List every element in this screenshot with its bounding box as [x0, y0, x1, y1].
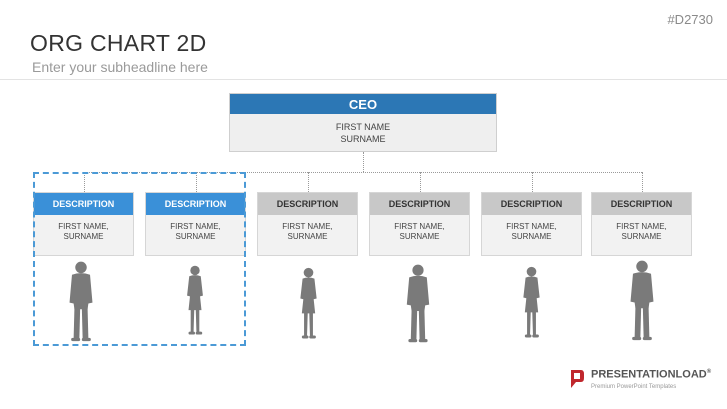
- header-divider: [0, 79, 727, 80]
- member-card[interactable]: DESCRIPTION FIRST NAME,SURNAME: [481, 192, 582, 256]
- ceo-box[interactable]: CEO FIRST NAME SURNAME: [229, 93, 497, 152]
- member-surname: SURNAME: [511, 232, 552, 241]
- member-connector: [196, 172, 197, 192]
- member-connector: [420, 172, 421, 192]
- member-first-name: FIRST NAME,: [616, 222, 667, 231]
- member-first-name: FIRST NAME,: [394, 222, 445, 231]
- member-first-name: FIRST NAME,: [282, 222, 333, 231]
- ceo-role: CEO: [230, 94, 496, 114]
- person-silhouette-icon[interactable]: [401, 263, 435, 343]
- presentationload-logo-icon: [571, 370, 584, 389]
- member-role: DESCRIPTION: [258, 193, 357, 215]
- person-silhouette-icon[interactable]: [625, 259, 659, 341]
- branch-connector: [83, 172, 642, 173]
- member-name: FIRST NAME,SURNAME: [34, 222, 133, 242]
- member-connector: [308, 172, 309, 192]
- logo-text: PRESENTATIONLOAD: [591, 368, 707, 381]
- member-surname: SURNAME: [399, 232, 440, 241]
- member-name: FIRST NAME,SURNAME: [592, 222, 691, 242]
- member-surname: SURNAME: [287, 232, 328, 241]
- logo-registered-mark: ®: [706, 369, 712, 375]
- member-card[interactable]: DESCRIPTION FIRST NAME,SURNAME: [369, 192, 470, 256]
- person-silhouette-icon[interactable]: [293, 266, 324, 340]
- member-connector: [532, 172, 533, 192]
- slide-code: #D2730: [667, 12, 713, 27]
- slide-title[interactable]: ORG CHART 2D: [30, 30, 207, 56]
- ceo-connector: [363, 152, 364, 172]
- slide-subtitle[interactable]: Enter your subheadline here: [32, 59, 208, 75]
- member-connector: [84, 172, 85, 192]
- member-role: DESCRIPTION: [34, 193, 133, 215]
- member-card[interactable]: DESCRIPTION FIRST NAME,SURNAME: [591, 192, 692, 256]
- member-role: DESCRIPTION: [146, 193, 245, 215]
- member-role: DESCRIPTION: [592, 193, 691, 215]
- member-name: FIRST NAME,SURNAME: [146, 222, 245, 242]
- member-name: FIRST NAME,SURNAME: [370, 222, 469, 242]
- member-connector: [642, 172, 643, 192]
- logo-tagline: Premium PowerPoint Templates: [591, 383, 677, 390]
- selection-frame[interactable]: [33, 172, 246, 346]
- member-card[interactable]: DESCRIPTION FIRST NAME,SURNAME: [145, 192, 246, 256]
- member-first-name: FIRST NAME,: [170, 222, 221, 231]
- person-silhouette-icon[interactable]: [64, 260, 98, 342]
- ceo-first-name: FIRST NAME: [335, 122, 391, 132]
- member-surname: SURNAME: [175, 232, 216, 241]
- member-first-name: FIRST NAME,: [58, 222, 109, 231]
- person-silhouette-icon[interactable]: [180, 264, 210, 336]
- member-surname: SURNAME: [621, 232, 662, 241]
- ceo-surname: SURNAME: [340, 134, 386, 144]
- member-name: FIRST NAME,SURNAME: [482, 222, 581, 242]
- member-surname: SURNAME: [63, 232, 104, 241]
- member-name: FIRST NAME,SURNAME: [258, 222, 357, 242]
- member-role: DESCRIPTION: [482, 193, 581, 215]
- member-card[interactable]: DESCRIPTION FIRST NAME,SURNAME: [257, 192, 358, 256]
- member-first-name: FIRST NAME,: [506, 222, 557, 231]
- ceo-name: FIRST NAME SURNAME: [230, 121, 496, 145]
- member-role: DESCRIPTION: [370, 193, 469, 215]
- person-silhouette-icon[interactable]: [516, 265, 547, 339]
- presentationload-logo: PRESENTATIONLOAD® Premium PowerPoint Tem…: [569, 366, 711, 393]
